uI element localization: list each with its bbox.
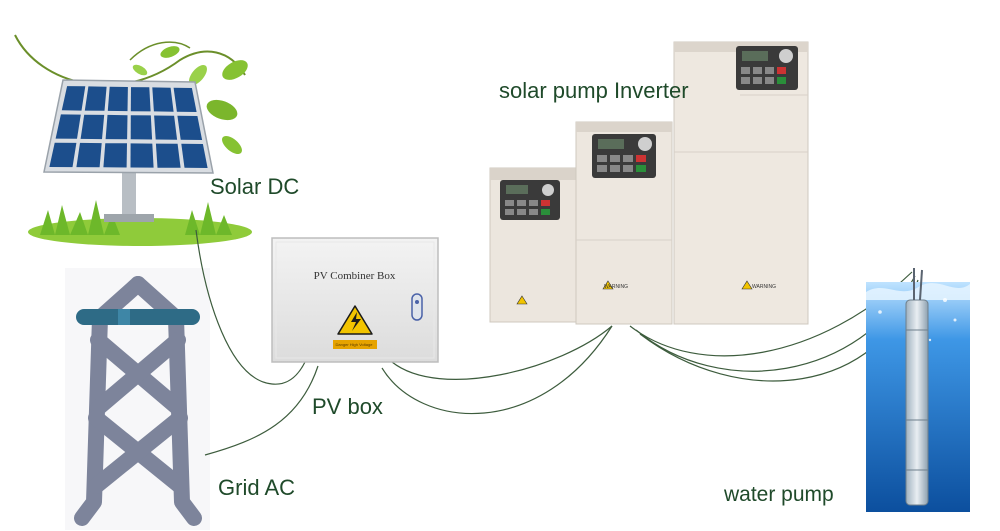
inverter-medium [575,121,673,325]
grid-ac-label: Grid AC [218,475,296,500]
combiner-box-title: PV Combiner Box [313,270,396,282]
solar-cell [155,143,181,168]
solar-cell [177,115,203,140]
solar-panel-cells [49,86,208,168]
solar-cell [130,143,154,168]
wire-grid-to-box [204,365,319,456]
solar-cell [173,87,197,112]
solar-pump-inverter-label: solar pump Inverter [499,78,689,103]
solar-cell [154,115,178,140]
solar-dc-label: Solar DC [210,174,300,199]
solar-cell [103,143,127,168]
solar-cell [84,86,107,111]
solar-cell [61,86,86,111]
water-pump-illustration [866,268,970,512]
solar-cell [130,115,153,140]
solar-cell [107,86,128,112]
inverter-medium-warning: WARNING [604,284,628,290]
pv-box-label: PV box [312,394,383,419]
inverter-large [673,41,809,325]
solar-cell [76,142,102,168]
solar-cell [80,114,105,140]
inverter-small [489,167,577,323]
solar-cell [55,114,81,139]
solar-cell [49,142,77,168]
pv-combiner-box [271,237,439,363]
solar-cell [152,87,174,112]
inverter-large-warning: WARNING [752,284,776,290]
solar-panel-illustration [14,34,252,246]
wire-box-to-inverter-2 [381,325,613,415]
transmission-tower-icon [65,268,210,530]
wire-box-to-inverter-1 [391,325,613,380]
water-pump-label: water pump [724,483,834,506]
solar-cell [130,87,151,112]
combiner-box-tag: Danger High Voltage [335,342,373,347]
wire-solar-to-box [195,229,306,385]
solar-cell [105,114,128,140]
solar-cell [181,143,208,168]
